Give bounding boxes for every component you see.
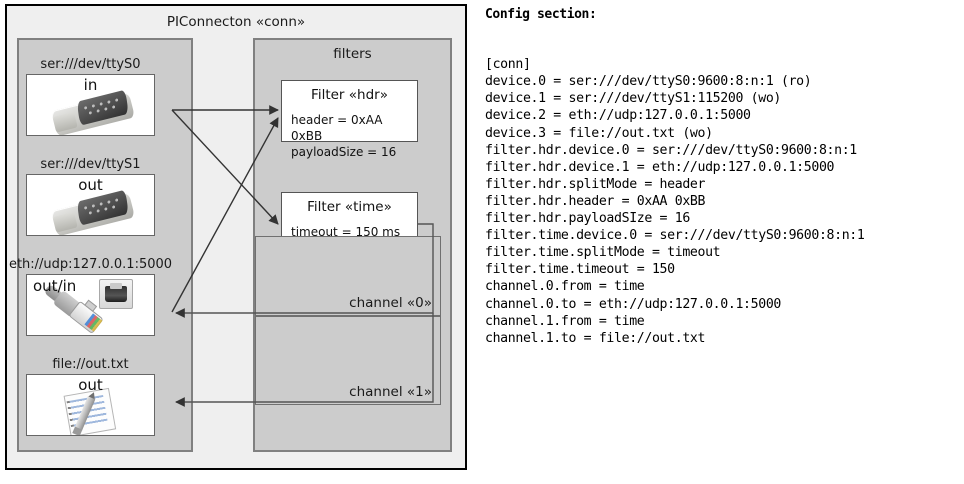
architecture-diagram: PIConnecton «conn» ser:///dev/ttyS0 in s… <box>0 0 478 484</box>
filter-hdr-box[interactable]: Filter «hdr» header = 0xAA 0xBB payloadS… <box>281 80 418 159</box>
device-file-direction: out <box>78 376 103 394</box>
filter-hdr-title: Filter «hdr» <box>311 87 388 103</box>
device-eth-direction: out/in <box>33 277 77 295</box>
device-ttys1-box: out <box>26 174 155 236</box>
ethernet-icon <box>99 279 133 309</box>
device-ttys0[interactable]: ser:///dev/ttyS0 in <box>26 56 155 136</box>
filter-time-title: Filter «time» <box>307 199 392 215</box>
device-eth[interactable]: eth://udp:127.0.0.1:5000 out/in <box>9 256 172 336</box>
diagram-title: PIConnecton «conn» <box>166 14 306 30</box>
device-eth-box: out/in <box>26 274 155 336</box>
config-body: [conn] device.0 = ser:///dev/ttyS0:9600:… <box>485 57 865 346</box>
config-heading: Config section: <box>485 7 597 22</box>
channel-1-box[interactable]: channel «1» <box>255 316 441 405</box>
device-file-box: out <box>26 374 155 436</box>
filter-hdr-prop-payloadsize: payloadSize = 16 <box>291 145 397 159</box>
device-file[interactable]: file://out.txt out <box>26 356 155 436</box>
channel-0-label: channel «0» <box>349 295 432 311</box>
channel-0-box[interactable]: channel «0» <box>255 236 441 316</box>
device-ttys0-label: ser:///dev/ttyS0 <box>40 57 141 72</box>
device-ttys0-direction: in <box>83 76 98 94</box>
device-ttys1-label: ser:///dev/ttyS1 <box>40 157 141 172</box>
text-document-icon <box>63 387 123 435</box>
config-section: Config section: [conn] device.0 = ser://… <box>482 0 964 484</box>
channel-1-label: channel «1» <box>349 384 432 400</box>
filter-hdr-prop-header: header = 0xAA 0xBB <box>291 113 383 143</box>
filters-panel-title: filters <box>333 46 372 62</box>
device-ttys0-box: in <box>26 74 155 136</box>
device-ttys1-direction: out <box>78 176 103 194</box>
device-eth-label: eth://udp:127.0.0.1:5000 <box>8 257 173 272</box>
device-file-label: file://out.txt <box>52 357 129 372</box>
device-ttys1[interactable]: ser:///dev/ttyS1 out <box>26 156 155 236</box>
